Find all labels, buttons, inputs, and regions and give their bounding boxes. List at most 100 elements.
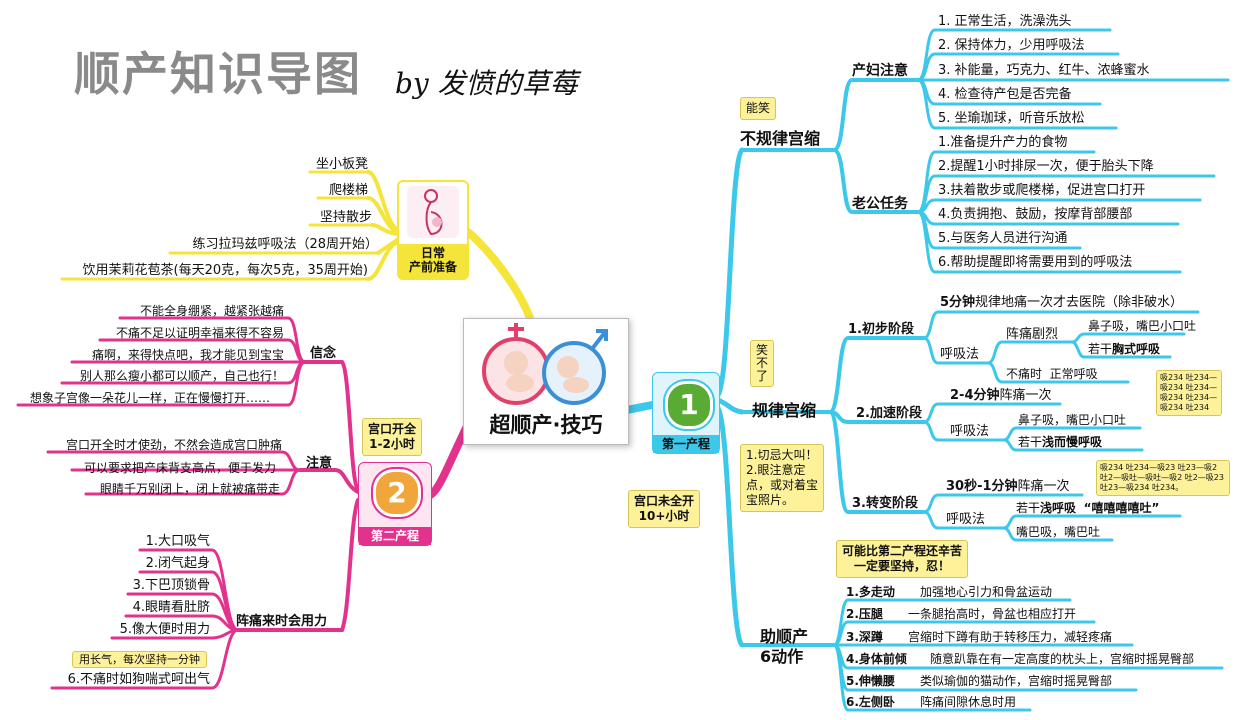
attention-item: 可以要求把产床背支高点，便于发力	[83, 461, 276, 475]
action-name: 2.压腿	[846, 607, 883, 621]
phase3-s1-quote: “嘻嘻嘻嘻吐”	[1083, 501, 1160, 515]
phase2-interval: 2-4分钟阵痛一次	[950, 388, 1052, 404]
force-item: 5.像大便时用力	[119, 622, 210, 637]
attention-item: 宫口开全时才使劲，不然会造成宫口肿痛	[65, 438, 282, 452]
force-item: 3.下巴顶锁骨	[132, 578, 210, 593]
husband-item: 4.负责拥抱、鼓励，按摩背部腰部	[938, 207, 1133, 222]
phase1-calm-what: 正常呼吸	[1049, 367, 1098, 381]
phase1-interval: 5分钟规律地痛一次才去医院（除非破水）	[940, 295, 1183, 311]
action-desc: 一条腿抬高时，骨盆也相应打开	[908, 607, 1077, 621]
irregular-contractions-label: 不规律宫缩	[740, 129, 821, 148]
phase2-s2: 若干浅而慢呼吸	[1018, 434, 1102, 450]
phase2-label: 2.加速阶段	[856, 406, 922, 421]
husband-item: 5.与医务人员进行沟通	[938, 231, 1068, 246]
force-item: 2.闭气起身	[145, 556, 210, 571]
phase1-s2-bold: 胸式呼吸	[1112, 342, 1161, 356]
phase3-s1: 若干浅呼吸 “嘻嘻嘻嘻吐”	[1016, 500, 1159, 516]
daily-prep-hub[interactable]: 日常 产前准备	[397, 180, 469, 280]
phase3-interval: 30秒-1分钟阵痛一次	[946, 479, 1070, 495]
action-name: 4.身体前倾	[846, 652, 907, 666]
belief-item: 想象子宫像一朵花儿一样，正在慢慢打开……	[29, 391, 270, 405]
phase1-calm-when: 不痛时	[1006, 367, 1043, 381]
phase1-s1: 鼻子吸，嘴巴小口吐	[1088, 319, 1197, 333]
phase1-calm: 不痛时 正常呼吸	[1006, 366, 1098, 382]
action-desc: 类似瑜伽的猫动作，宫缩时摇晃臀部	[920, 674, 1113, 688]
force-label: 阵痛来时会用力	[236, 614, 328, 629]
phase3-breath: 呼吸法	[946, 512, 986, 527]
phase2-s2-bold: 浅而慢呼吸	[1042, 435, 1103, 449]
husband-item: 2.提醒1小时排尿一次，便于胎头下降	[938, 159, 1154, 174]
force-item: 1.大口吸气	[145, 534, 210, 549]
force-item: 6.不痛时如狗喘式呵出气	[67, 672, 210, 687]
action-desc: 阵痛间隙休息时用	[920, 695, 1017, 709]
phase2-interval-rest: 阵痛一次	[999, 388, 1052, 403]
daily-item: 爬楼梯	[328, 183, 368, 198]
husband-item: 3.扶着散步或爬楼梯，促进宫口打开	[938, 183, 1146, 198]
phase3-warning: 可能比第二产程还辛苦 一定要坚持，忍！	[836, 540, 969, 578]
mother-item: 5. 坐瑜珈球，听音乐放松	[938, 111, 1085, 126]
number-1-badge: 1	[665, 381, 713, 429]
phase2-pattern: 吸234 吐234—吸23 吐23—吸2 吐2—吸吐—吸吐—吸2 吐2—吸23 …	[1096, 460, 1230, 496]
stage2-duration-note: 宫口开全 1-2小时	[362, 418, 423, 456]
action-desc: 随意趴靠在有一定高度的枕头上，宫缩时摇晃臀部	[930, 652, 1195, 666]
actions-label: 助顺产 6动作	[760, 627, 809, 666]
map-title: 顺产知识导图	[74, 47, 362, 101]
belief-item: 别人那么瘦小都可以顺产，自己也行！	[79, 369, 284, 383]
mother-item: 4. 检查待产包是否完备	[938, 87, 1072, 102]
phase1-interval-rest: 规律地痛一次才去医院（除非破水）	[975, 295, 1184, 310]
mother-item: 3. 补能量，巧克力、红牛、浓蜂蜜水	[938, 63, 1150, 78]
attention-label: 注意	[306, 456, 333, 471]
phase1-breath: 呼吸法	[940, 347, 980, 362]
regular-note: 1.切忌大叫！ 2.眼注意定点，或对着宝宝照片。	[740, 444, 824, 512]
phase3-s1-bold: 浅呼吸	[1040, 501, 1077, 515]
daily-prep-label: 日常 产前准备	[399, 244, 467, 278]
connector-stage1	[623, 401, 656, 414]
action-name: 3.深蹲	[846, 630, 883, 644]
stage1-hub[interactable]: 1 第一产程	[652, 372, 720, 454]
phase3-interval-bold: 30秒-1分钟	[946, 479, 1018, 494]
action-desc: 宫缩时下蹲有助于转移压力，减轻疼痛	[908, 630, 1113, 644]
daily-item: 坐小板凳	[315, 157, 368, 172]
twin-babies-icon	[482, 323, 608, 405]
mother-notes-label: 产妇注意	[852, 63, 908, 79]
mother-item: 1. 正常生活，洗澡洗头	[938, 14, 1072, 29]
phase1-label: 1.初步阶段	[848, 322, 914, 337]
central-topic-label: 超顺产·技巧	[489, 413, 603, 437]
belief-label: 信念	[310, 346, 337, 361]
action-name: 6.左侧卧	[846, 695, 895, 709]
belief-item: 不能全身绷紧，越紧张越痛	[139, 304, 284, 318]
stage2-label: 第二产程	[359, 527, 431, 545]
phase3-label: 3.转变阶段	[852, 496, 918, 511]
phase2-interval-bold: 2-4分钟	[950, 388, 1000, 403]
husband-item: 6.帮助提醒即将需要用到的呼吸法	[938, 255, 1133, 270]
author-signature: by 发愤的草莓	[395, 67, 578, 100]
force-note: 用长气，每次坚持一分钟	[72, 651, 207, 668]
action-name: 5.伸懒腰	[846, 674, 895, 688]
attention-item: 眼睛千万别闭上，闭上就被痛带走	[99, 482, 280, 496]
phase2-breath: 呼吸法	[950, 424, 990, 439]
stage1-duration-note: 宫口未全开 10+小时	[628, 490, 701, 528]
husband-tasks-label: 老公任务	[852, 196, 908, 212]
daily-item: 练习拉玛兹呼吸法（28周开始）	[192, 237, 378, 252]
phase3-s2: 嘴巴吸，嘴巴吐	[1016, 525, 1101, 539]
pregnant-woman-icon	[407, 186, 459, 238]
central-topic[interactable]: 超顺产·技巧	[463, 318, 629, 445]
husband-item: 1.准备提升产力的食物	[938, 135, 1068, 150]
action-desc: 加强地心引力和骨盆运动	[920, 585, 1053, 599]
daily-item: 饮用茉莉花苞茶(每天20克，每次5克，35周开始)	[82, 263, 369, 278]
irregular-tag: 能笑	[740, 97, 777, 120]
phase1-pattern: 吸234 吐234— 吸234 吐234— 吸234 吐234— 吸234 吐2…	[1156, 370, 1222, 416]
connector-daily	[461, 226, 534, 322]
phase1-severe: 阵痛剧烈	[1006, 327, 1059, 342]
belief-item: 不痛不足以证明幸福来得不容易	[115, 326, 284, 340]
phase2-s2-pre: 若干	[1018, 435, 1043, 449]
stage2-hub[interactable]: 2 第二产程	[358, 462, 432, 546]
belief-item: 痛啊，来得快点吧，我才能见到宝宝	[91, 348, 284, 362]
action-name: 1.多走动	[846, 585, 895, 599]
daily-item: 坚持散步	[319, 210, 372, 225]
mother-item: 2. 保持体力，少用呼吸法	[938, 38, 1085, 53]
phase1-s2-pre: 若干	[1088, 342, 1113, 356]
phase1-interval-bold: 5分钟	[940, 295, 976, 310]
phase2-s1: 鼻子吸，嘴巴小口吐	[1018, 413, 1127, 427]
